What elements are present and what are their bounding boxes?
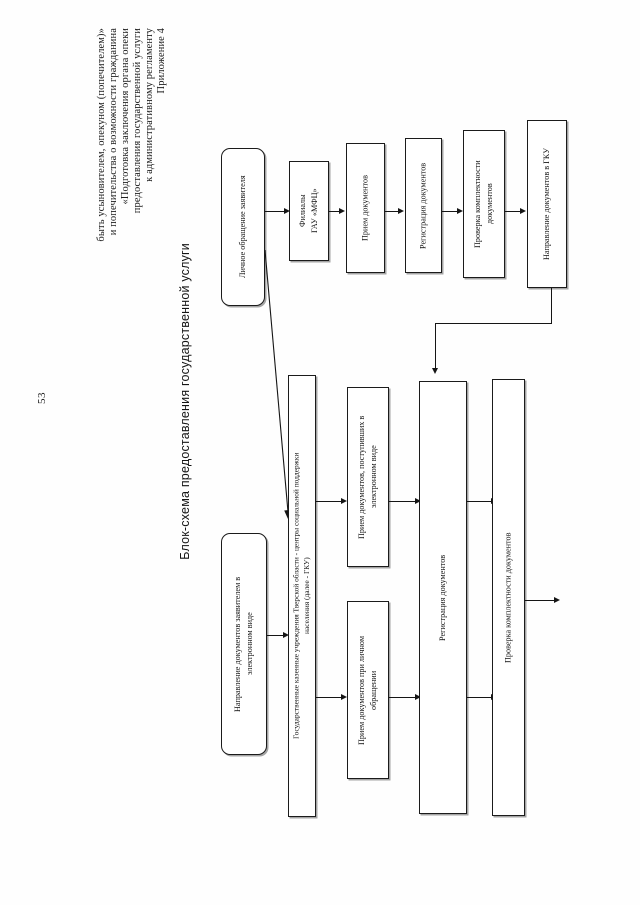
edge-n10-n11 (389, 501, 416, 503)
arrowhead (283, 631, 289, 638)
node-label: Проверка комплектности документов (503, 532, 513, 663)
node-label: Прием документов, поступивших в электрон… (357, 415, 378, 539)
node-label: Государственные казенные учреждения Твер… (291, 452, 311, 740)
node-check-completeness-mfc: Проверка комплектности документов (463, 130, 505, 278)
node-receive-documents-in-person: Прием документов при личном обращении (347, 601, 389, 779)
arrowhead (339, 207, 345, 214)
edge-n11-n12-upper (467, 501, 492, 503)
edge-n2-n3 (329, 211, 340, 213)
arrowhead (284, 207, 290, 214)
edge-n3-n4 (385, 211, 399, 213)
edge-n6-n8-segment-h (435, 323, 552, 325)
edge-n5-n6 (505, 211, 521, 213)
node-check-completeness-gku: Проверка комплектности документов (492, 379, 525, 816)
arrowhead (520, 207, 526, 214)
arrowhead (554, 596, 560, 603)
node-label: Регистрация документов (438, 554, 448, 641)
node-receive-documents-mfc: Прием документов (346, 143, 385, 273)
node-personal-application: Личное обращение заявителя (221, 148, 265, 306)
arrowhead (432, 368, 438, 374)
edge-n8-n9 (316, 697, 342, 699)
arrowhead (341, 497, 347, 504)
node-label: Прием документов при личном обращении (357, 635, 378, 745)
node-electronic-submission: Направление документов заявителем в элек… (221, 533, 267, 755)
node-register-documents-gku: Регистрация документов (419, 381, 467, 814)
arrowhead (415, 693, 421, 700)
node-send-documents-to-gku: Направление документов в ГКУ (527, 120, 567, 288)
arrowhead (398, 207, 404, 214)
edge-n1-n2 (265, 211, 285, 213)
arrowhead (341, 693, 347, 700)
node-mfc-branches: Филиалы ГАУ «МФЦ» (289, 161, 329, 261)
edge-n12-next (525, 600, 555, 602)
node-receive-documents-electronic: Прием документов, поступивших в электрон… (347, 387, 389, 567)
edge-n8-n10 (316, 501, 342, 503)
node-gku-institutions: Государственные казенные учреждения Твер… (288, 375, 316, 817)
node-register-documents-mfc: Регистрация документов (405, 138, 442, 273)
edge-n4-n5 (442, 211, 458, 213)
edge-n7-n8 (267, 635, 284, 637)
edge-n9-n11 (389, 697, 416, 699)
edge-n6-n8-segment-v1 (551, 288, 553, 324)
edge-n11-n12-lower (467, 697, 492, 699)
arrowhead (415, 497, 421, 504)
edge-n6-n8-segment-v2 (435, 323, 437, 370)
arrowhead (457, 207, 463, 214)
